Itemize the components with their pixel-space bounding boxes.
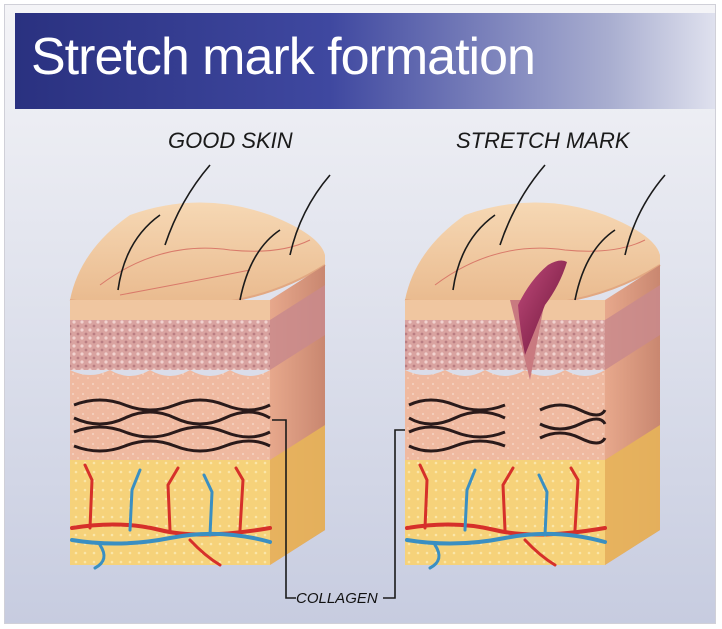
collagen-label: COLLAGEN [296, 590, 378, 607]
stretch-dermis [405, 370, 605, 460]
good-skin-label: GOOD SKIN [168, 128, 293, 154]
collagen-bracket-right [383, 430, 405, 598]
stretch-mark-label: STRETCH MARK [456, 128, 630, 154]
stretch-mark-block [405, 165, 665, 568]
good-skin-block [70, 165, 330, 568]
stretch-epidermis [405, 320, 605, 370]
good-epidermis [70, 320, 270, 370]
